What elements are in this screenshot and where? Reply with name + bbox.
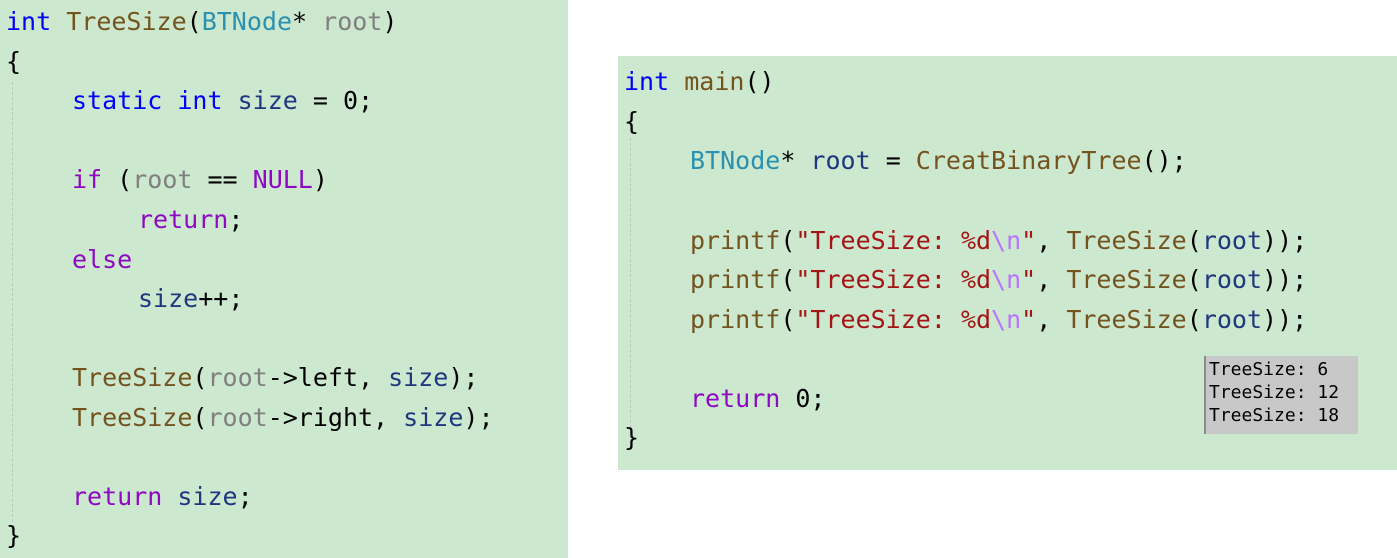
code-line-increment: size++;: [138, 284, 244, 313]
code-line-brace-open: {: [624, 107, 640, 136]
code-line-printf-2: printf("TreeSize: %d\n", TreeSize(root))…: [690, 265, 1308, 294]
console-line: TreeSize: 12: [1209, 382, 1340, 403]
code-line-return-1: return;: [138, 205, 244, 234]
console-line: TreeSize: 18: [1209, 405, 1340, 426]
code-line-root-decl: BTNode* root = CreatBinaryTree();: [690, 146, 1187, 175]
code-line-brace-open: {: [6, 47, 22, 76]
indent-guide: [12, 82, 13, 522]
code-line-main-signature: int main(): [624, 67, 775, 96]
left-code-panel: int TreeSize(BTNode* root) { static int …: [0, 0, 568, 558]
code-line-call-right: TreeSize(root->right, size);: [72, 403, 494, 432]
indent-guide: [630, 138, 631, 428]
console-output: TreeSize: 6 TreeSize: 12 TreeSize: 18: [1204, 356, 1358, 434]
code-line-signature: int TreeSize(BTNode* root): [6, 7, 398, 36]
code-line-return-size: return size;: [72, 482, 253, 511]
code-line-printf-3: printf("TreeSize: %d\n", TreeSize(root))…: [690, 305, 1308, 334]
code-line-return-0: return 0;: [690, 384, 826, 413]
code-line-static-decl: static int size = 0;: [72, 86, 374, 115]
code-line-else: else: [72, 245, 133, 274]
code-line-call-left: TreeSize(root->left, size);: [72, 363, 479, 392]
code-line-printf-1: printf("TreeSize: %d\n", TreeSize(root))…: [690, 226, 1308, 255]
console-line: TreeSize: 6: [1209, 359, 1329, 380]
code-line-brace-close: }: [6, 521, 22, 550]
right-code-panel: int main() { BTNode* root = CreatBinaryT…: [618, 56, 1397, 470]
code-line-brace-close: }: [624, 423, 640, 452]
code-line-if: if (root == NULL): [72, 165, 328, 194]
